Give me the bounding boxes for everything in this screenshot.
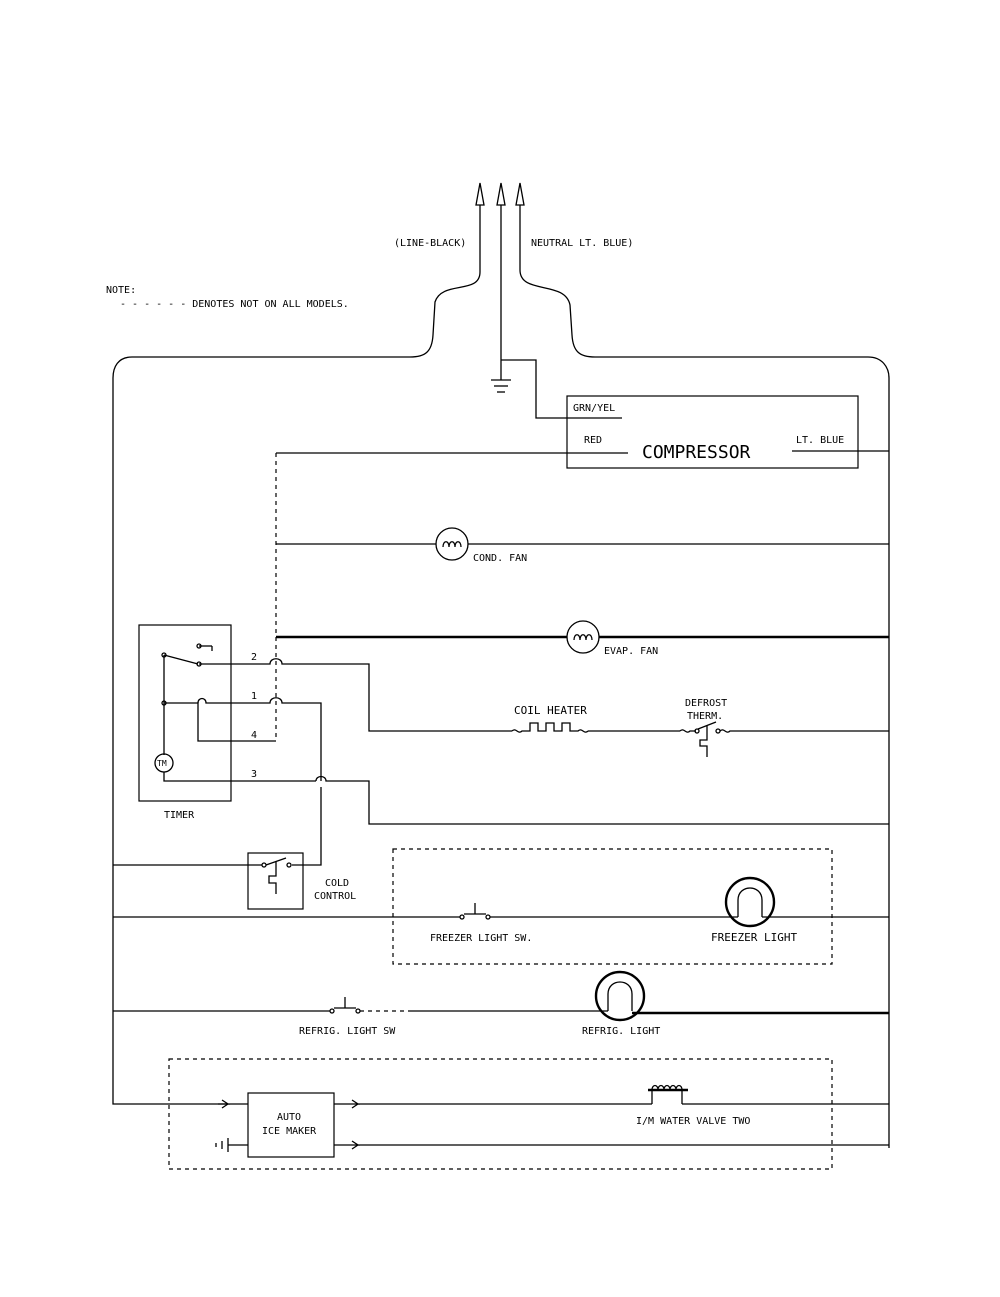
freezer-light-switch-label: FREEZER LIGHT SW. bbox=[430, 933, 532, 944]
defrost-therm-label-2: THERM. bbox=[687, 711, 723, 722]
ice-maker-label-2: ICE MAKER bbox=[262, 1126, 317, 1137]
line-black-wire bbox=[112, 205, 481, 1105]
cold-control: COLD CONTROL bbox=[247, 852, 356, 910]
timer-label: TIMER bbox=[164, 810, 195, 821]
evap-fan-motor-icon bbox=[566, 620, 600, 654]
note-title: NOTE: bbox=[106, 285, 136, 296]
compressor-grn-yel: GRN/YEL bbox=[573, 403, 615, 414]
ice-maker-label-1: AUTO bbox=[277, 1112, 301, 1123]
freezer-light-label: FREEZER LIGHT bbox=[711, 931, 797, 944]
terminal-3-wire bbox=[315, 775, 889, 825]
coil-heater: COIL HEATER bbox=[511, 704, 589, 733]
cold-control-label-1: COLD bbox=[325, 878, 349, 889]
ice-maker: AUTO ICE MAKER bbox=[215, 1092, 889, 1158]
cond-fan-motor-icon bbox=[435, 527, 469, 561]
freezer-light: FREEZER LIGHT bbox=[711, 876, 797, 944]
refrig-light-switch-label: REFRIG. LIGHT SW bbox=[299, 1026, 396, 1037]
timer-box bbox=[138, 624, 232, 802]
terminal-1-wire bbox=[231, 697, 322, 781]
cold-control-label-2: CONTROL bbox=[314, 891, 356, 902]
evap-fan: EVAP. FAN bbox=[276, 620, 889, 657]
freezer-light-bulb-icon bbox=[724, 876, 776, 928]
ice-maker-group bbox=[168, 1058, 833, 1170]
evap-fan-label: EVAP. FAN bbox=[604, 646, 658, 657]
compressor-title: COMPRESSOR bbox=[642, 442, 751, 463]
ground-arrow bbox=[496, 182, 506, 206]
neutral-arrow bbox=[515, 182, 525, 206]
freezer-light-group bbox=[392, 848, 833, 965]
cond-fan: COND. FAN bbox=[276, 527, 889, 564]
defrost-therm-icon bbox=[699, 726, 708, 757]
neutral-label: NEUTRAL LT. BLUE) bbox=[531, 238, 633, 249]
coil-heater-icon bbox=[511, 722, 589, 733]
water-valve: I/M WATER VALVE TWO bbox=[636, 1084, 889, 1127]
cond-fan-label: COND. FAN bbox=[473, 553, 527, 564]
water-valve-coil-icon bbox=[651, 1084, 683, 1104]
compressor-box bbox=[566, 395, 859, 469]
cold-control-box bbox=[247, 852, 304, 910]
svg-text:TM: TM bbox=[157, 759, 167, 768]
cold-control-icon bbox=[268, 862, 277, 894]
timer-terminal-2: 2 bbox=[251, 652, 257, 663]
ice-maker-ground-icon bbox=[215, 1138, 229, 1152]
ground-icon bbox=[491, 379, 511, 393]
compressor-lt-blue: LT. BLUE bbox=[796, 435, 844, 446]
compressor: GRN/YEL RED LT. BLUE COMPRESSOR bbox=[276, 395, 889, 469]
refrig-light-label: REFRIG. LIGHT bbox=[582, 1026, 660, 1037]
terminal-2-wire bbox=[231, 658, 512, 732]
refrig-light-bulb-icon bbox=[594, 970, 646, 1022]
defrost-therm-label-1: DEFROST bbox=[685, 698, 727, 709]
timer-terminal-1: 1 bbox=[251, 691, 257, 702]
water-valve-label: I/M WATER VALVE TWO bbox=[636, 1116, 750, 1127]
timer-terminal-4: 4 bbox=[251, 730, 257, 741]
line-black-label: (LINE-BLACK) bbox=[394, 238, 466, 249]
note-text: - - - - - - DENOTES NOT ON ALL MODELS. bbox=[120, 299, 349, 310]
line-arrow bbox=[475, 182, 485, 206]
power-supply: (LINE-BLACK) NEUTRAL LT. BLUE) bbox=[112, 182, 890, 1148]
freezer-light-switch: FREEZER LIGHT SW. bbox=[430, 903, 532, 944]
ground-to-compressor-wire bbox=[501, 359, 567, 419]
cold-control-wire bbox=[292, 787, 322, 866]
timer: TIMER TM 2 1 4 3 bbox=[138, 624, 316, 821]
compressor-red: RED bbox=[584, 435, 602, 446]
refrig-light-switch: REFRIG. LIGHT SW bbox=[299, 997, 396, 1037]
coil-heater-label: COIL HEATER bbox=[514, 704, 587, 717]
note: NOTE: - - - - - - DENOTES NOT ON ALL MOD… bbox=[106, 285, 349, 310]
refrig-light: REFRIG. LIGHT bbox=[582, 970, 660, 1037]
defrost-therm: DEFROST THERM. bbox=[679, 698, 889, 757]
timer-terminal-3: 3 bbox=[251, 769, 257, 780]
neutral-wire bbox=[519, 205, 890, 1148]
ice-maker-box bbox=[247, 1092, 335, 1158]
